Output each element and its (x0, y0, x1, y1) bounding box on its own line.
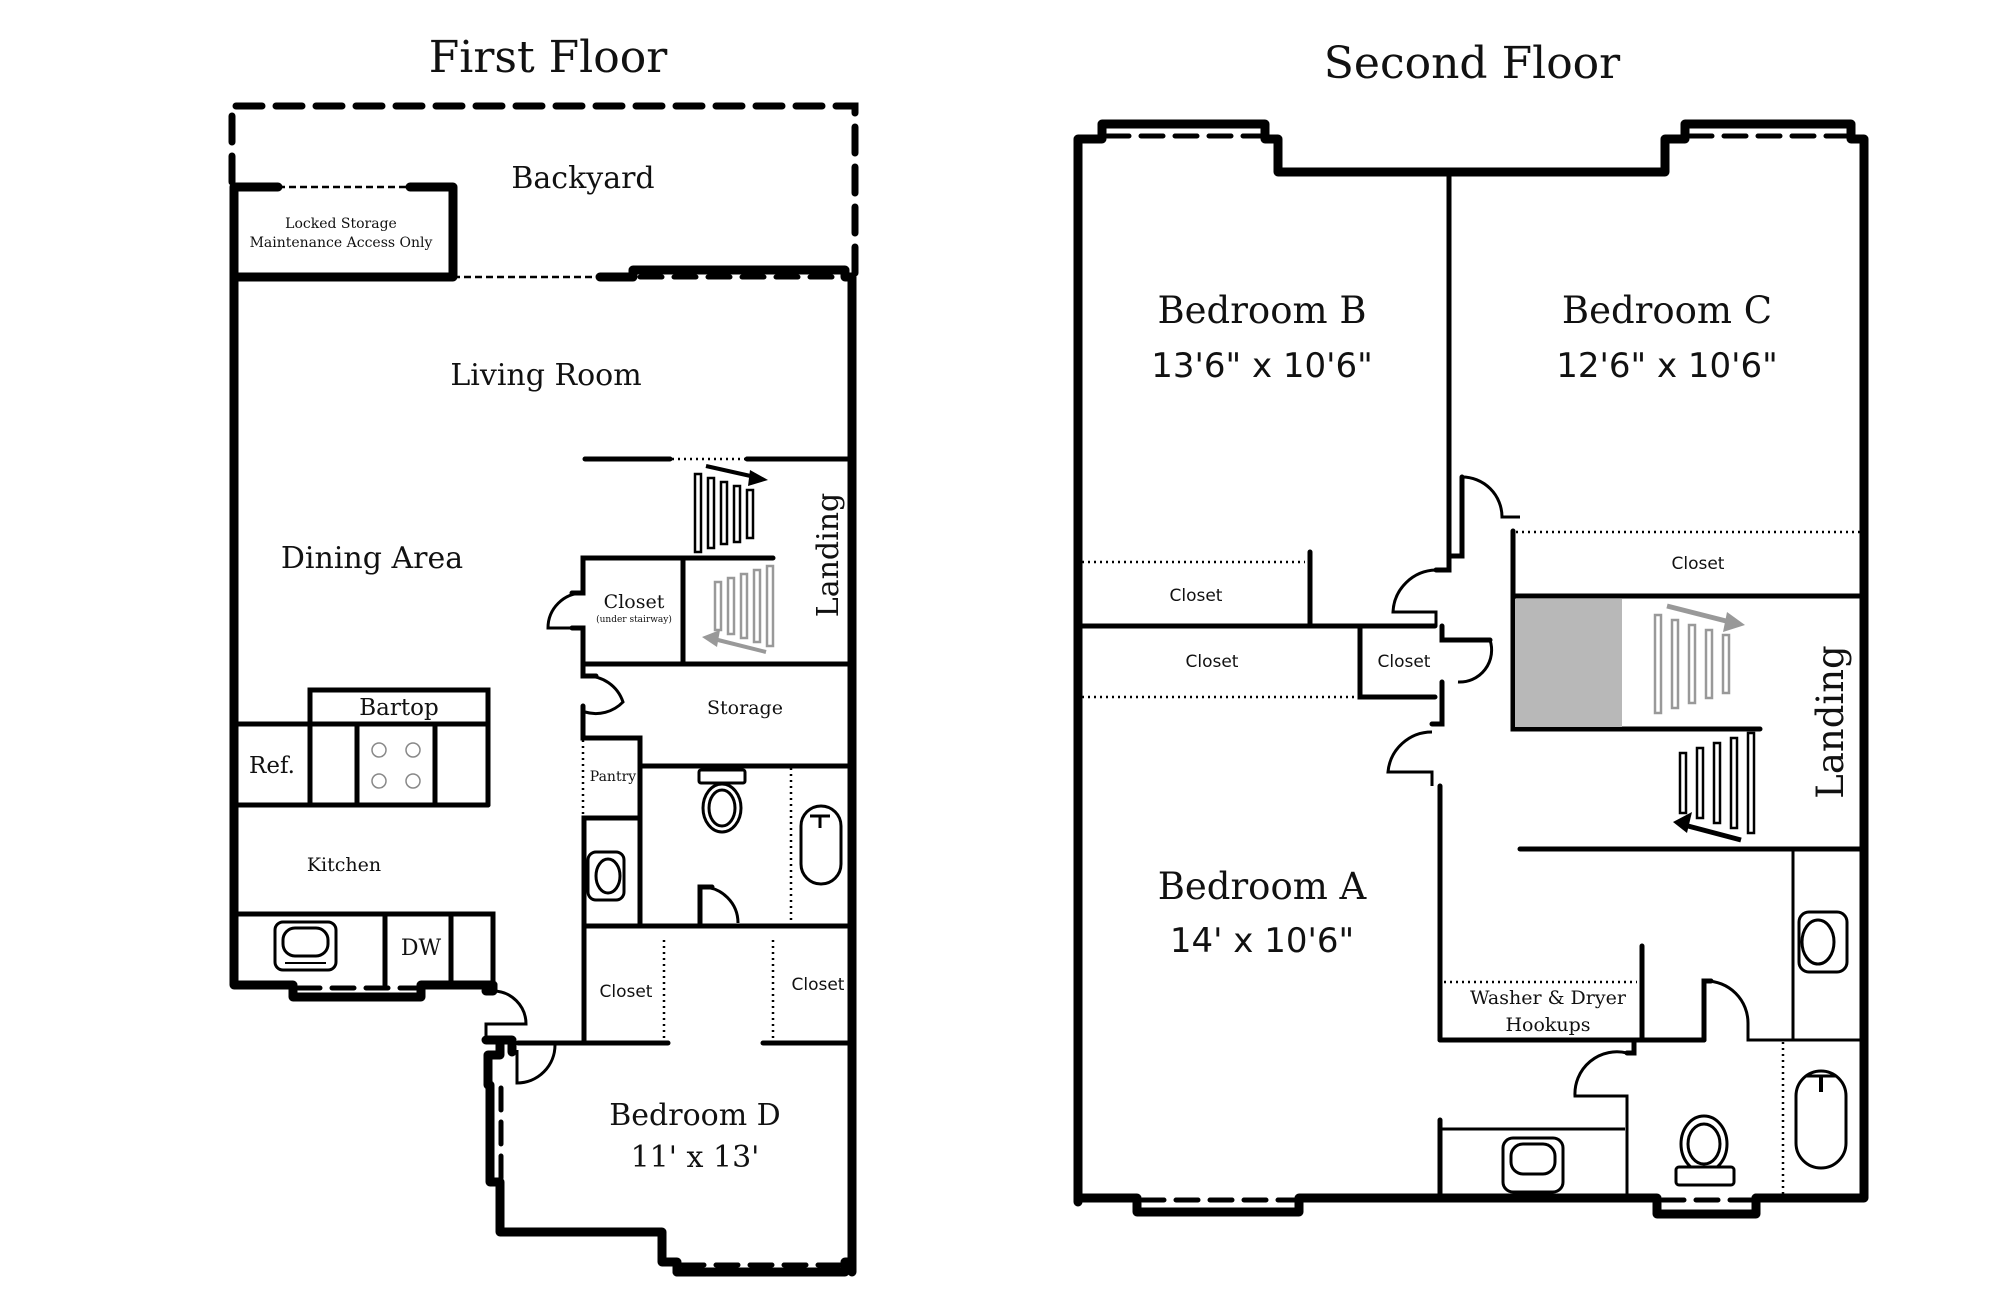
pantry-label: Pantry (590, 769, 636, 785)
backyard-boundary (228, 102, 859, 279)
locked-storage (229, 182, 458, 282)
closet-right-label: Closet (792, 975, 845, 995)
bedroom-c-label: Bedroom C (1562, 289, 1772, 332)
closet-under-stair-label: Closet (604, 591, 665, 613)
kitchen-label: Kitchen (307, 854, 381, 876)
closet-under-stair-note: (under stairway) (596, 614, 672, 625)
first-floor: First Floor Backyard Locked Storage Main… (228, 32, 859, 1277)
washer-dryer-label: Washer & Dryer (1470, 987, 1627, 1009)
dining-area-label: Dining Area (281, 541, 463, 576)
bedroom-d-label: Bedroom D (609, 1098, 781, 1133)
closet-c-label: Closet (1672, 554, 1725, 574)
bedroom-d-dimensions: 11' x 13' (631, 1140, 760, 1175)
bedroom-c-dimensions: 12'6" x 10'6" (1556, 346, 1778, 386)
locked-storage-note: Maintenance Access Only (250, 235, 433, 251)
stair-void-shade (1515, 599, 1622, 727)
bedroom-a-dimensions: 14' x 10'6" (1170, 921, 1354, 961)
second-floor-landing-label: Landing (1809, 645, 1852, 799)
closet-a-label: Closet (1186, 652, 1239, 672)
bedroom-b-label: Bedroom B (1157, 289, 1366, 332)
bedroom-a-label: Bedroom A (1158, 865, 1368, 908)
bedroom-d-closets (515, 923, 855, 1085)
dishwasher-label: DW (401, 936, 442, 961)
first-floor-landing-label: Landing (811, 493, 846, 617)
closet-left-label: Closet (600, 982, 653, 1002)
backyard-label: Backyard (511, 161, 654, 196)
first-floor-storage-bath (580, 661, 855, 929)
bartop-label: Bartop (359, 695, 438, 721)
first-floor-exterior-walls (229, 265, 857, 1277)
storage-label: Storage (707, 697, 783, 719)
bedroom-b-dimensions: 13'6" x 10'6" (1151, 346, 1373, 386)
washer-dryer-note: Hookups (1505, 1014, 1590, 1036)
living-room-label: Living Room (450, 358, 641, 393)
closet-small-label: Closet (1378, 652, 1431, 672)
first-floor-stairs (546, 456, 855, 667)
second-floor-exterior-walls (1073, 119, 1869, 1219)
refrigerator-label: Ref. (249, 753, 295, 779)
second-floor-closets (1075, 474, 1867, 1043)
second-floor-baths (1437, 910, 1864, 1201)
second-floor-title: Second Floor (1324, 38, 1621, 89)
second-floor-stairs (1517, 603, 1867, 1040)
locked-storage-label: Locked Storage (285, 216, 397, 232)
second-floor: Second Floor Bedroom B 13'6" x 10'6" Bed… (1073, 38, 1869, 1219)
kitchen-fixtures (231, 687, 528, 1057)
first-floor-title: First Floor (429, 32, 668, 83)
closet-b-label: Closet (1170, 586, 1223, 606)
